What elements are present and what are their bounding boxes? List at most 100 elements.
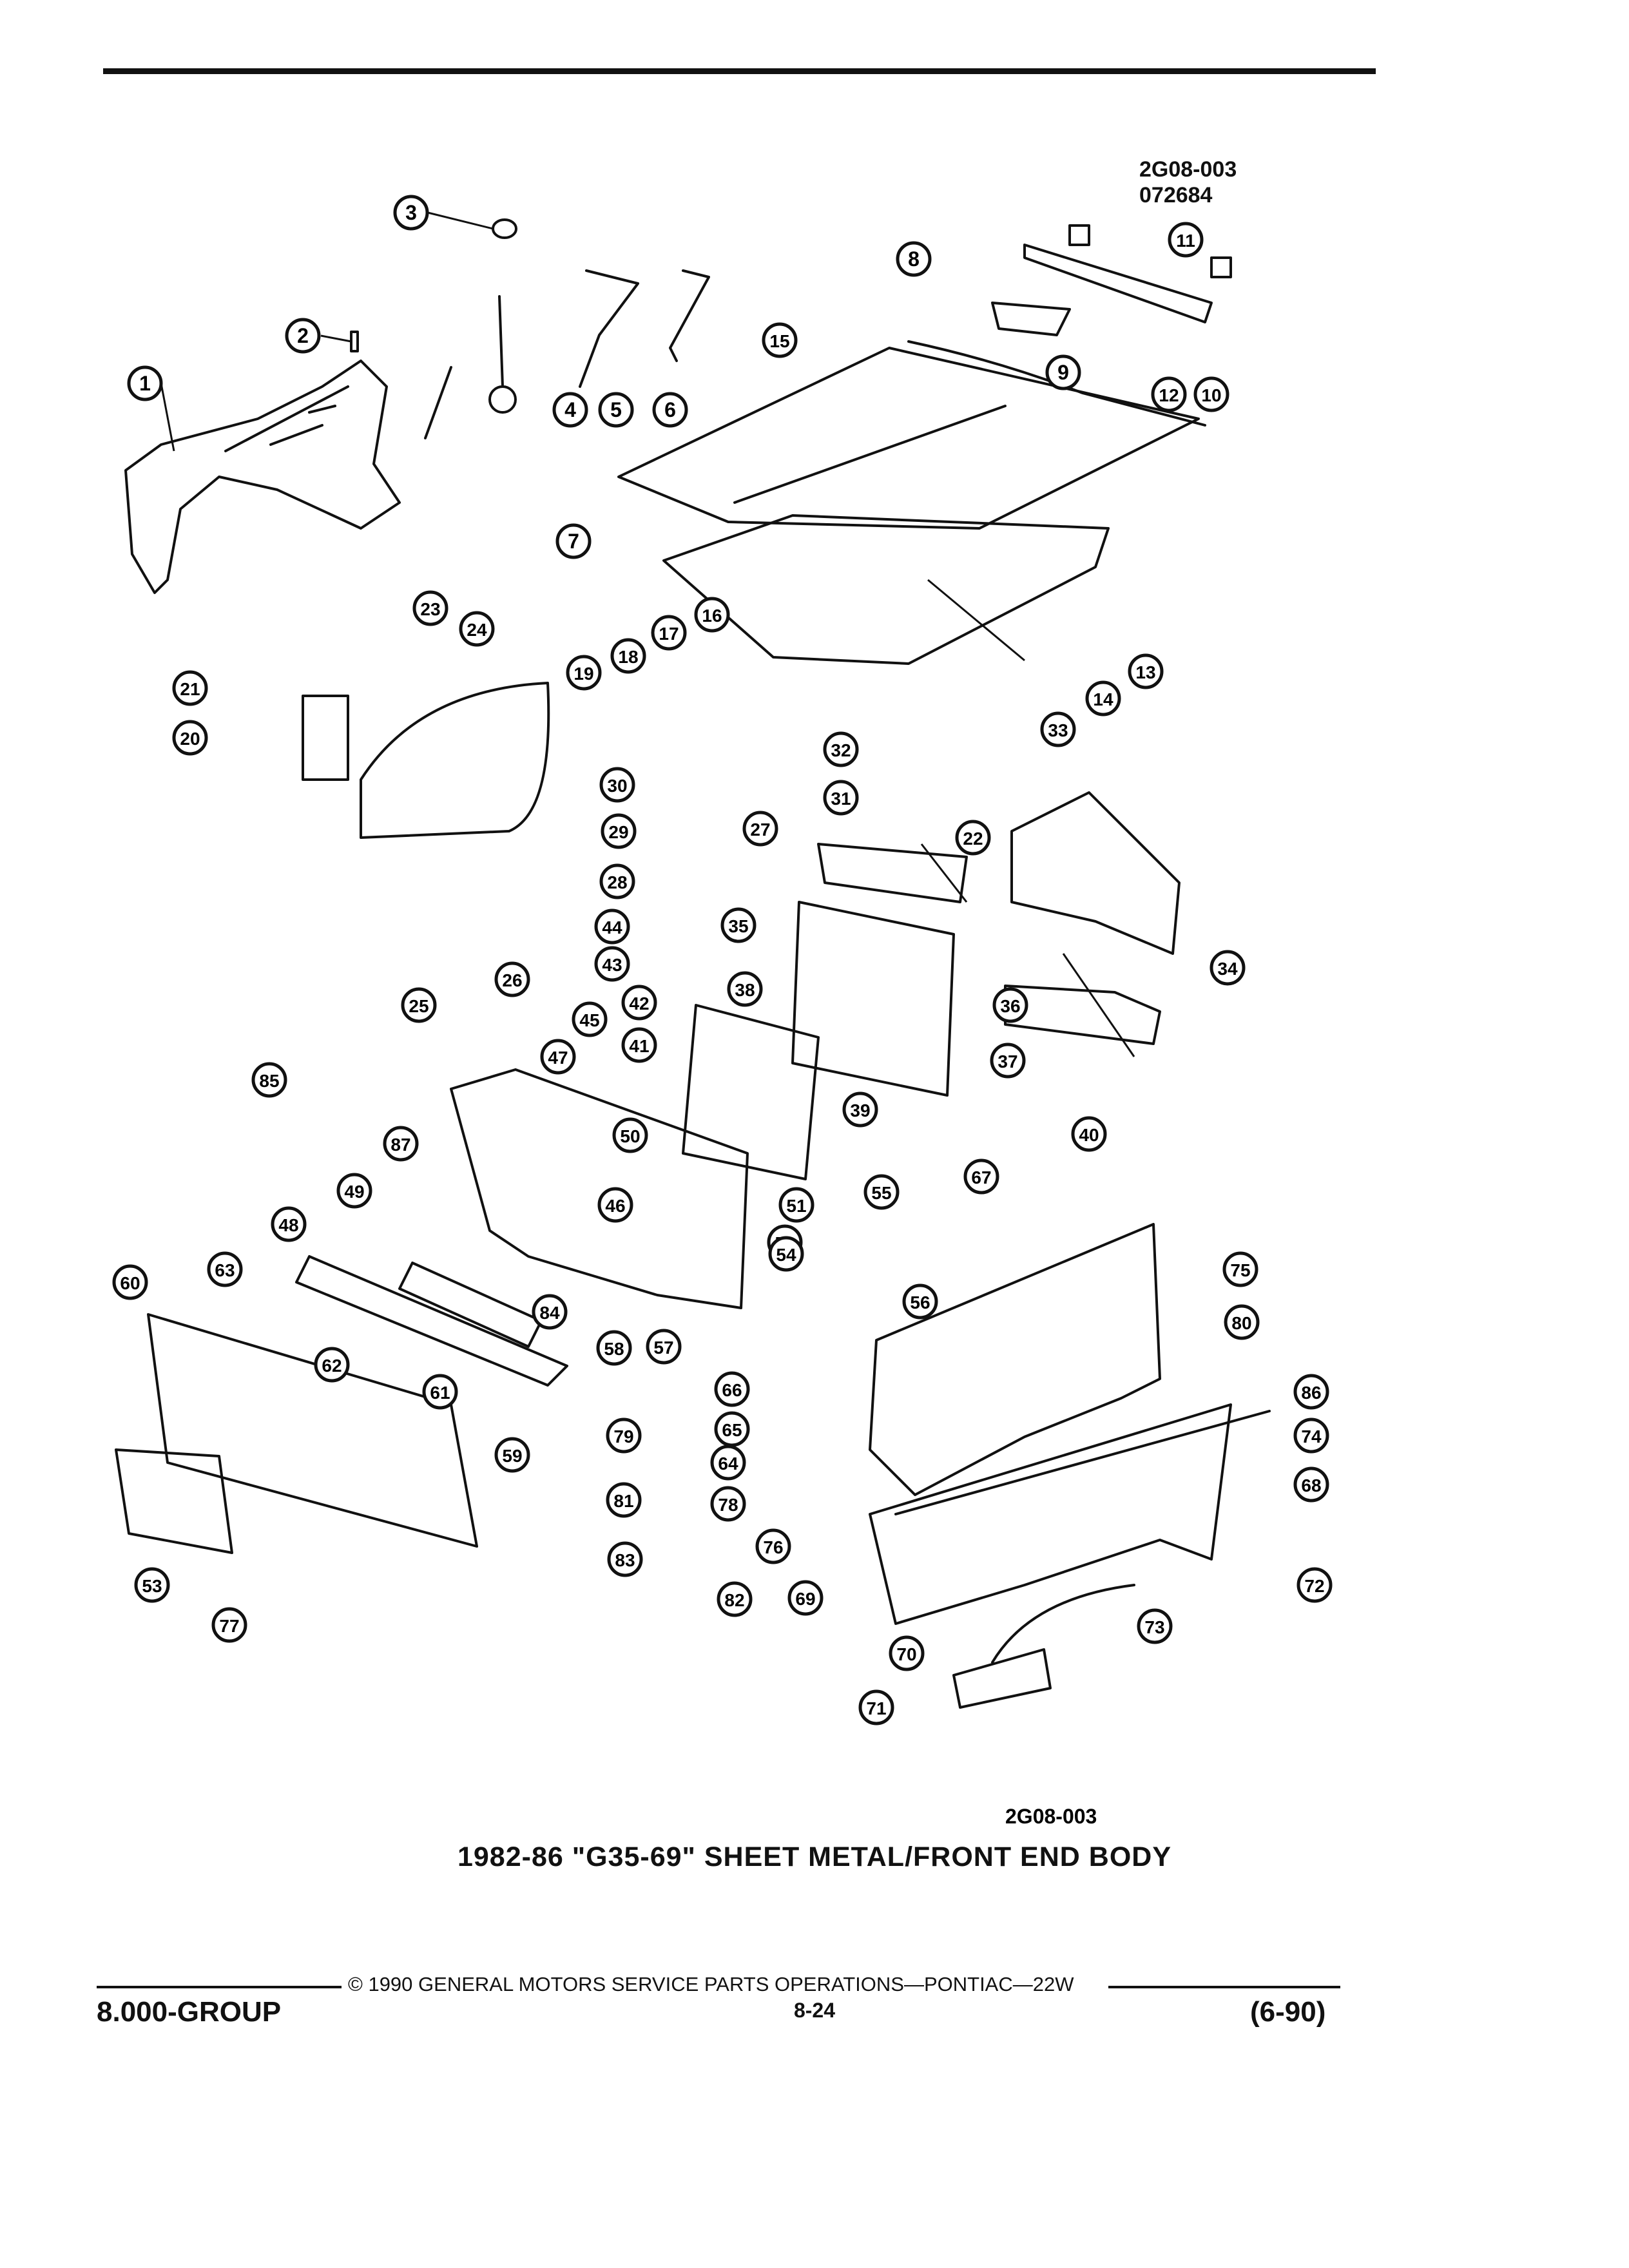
molding-71: [952, 1648, 1052, 1709]
callout-circle: [992, 987, 1028, 1023]
callout-circle: [755, 1528, 791, 1564]
callout-circle: [1137, 1608, 1173, 1644]
callout-number: 85: [259, 1071, 279, 1091]
callout-17: 17: [651, 615, 687, 651]
callout-circle: [778, 1187, 815, 1223]
callout-circle: [271, 1206, 307, 1242]
callout-5: 5: [598, 392, 634, 428]
callout-number: 40: [1079, 1125, 1099, 1145]
callout-55: 55: [863, 1174, 900, 1210]
callout-77: 77: [211, 1607, 247, 1643]
callout-number: 50: [620, 1126, 640, 1146]
callout-number: 72: [1304, 1576, 1324, 1596]
callout-8: 8: [896, 241, 932, 277]
callout-24: 24: [459, 611, 495, 647]
callout-number: 79: [613, 1427, 633, 1446]
callout-number: 29: [608, 822, 628, 842]
page-number: 8-24: [793, 1999, 836, 2022]
callout-number: 83: [615, 1550, 635, 1570]
callout-number: 2: [297, 324, 309, 347]
header-code: 2G08-003: [1139, 157, 1237, 182]
callout-20: 20: [172, 720, 208, 756]
callout-number: 33: [1048, 720, 1068, 740]
callout-45: 45: [572, 1001, 608, 1037]
footer-rule-right: [1108, 1986, 1340, 1988]
callout-circle: [172, 720, 208, 756]
hood: [617, 347, 1200, 530]
callout-number: 1: [139, 372, 151, 395]
callout-number: 31: [831, 789, 851, 809]
callout-number: 78: [718, 1495, 738, 1515]
callout-circle: [990, 1043, 1026, 1079]
callout-number: 14: [1093, 689, 1113, 709]
callout-6: 6: [652, 392, 688, 428]
callout-number: 75: [1230, 1260, 1250, 1280]
callout-18: 18: [610, 638, 646, 674]
callout-circle: [597, 1187, 633, 1223]
callout-circle: [896, 241, 932, 277]
group-label: 8.000-GROUP: [97, 1996, 282, 2028]
callout-circle: [207, 1251, 243, 1287]
condenser: [682, 1004, 820, 1180]
callout-number: 55: [871, 1183, 891, 1203]
callout-circle: [422, 1374, 458, 1410]
callout-number: 64: [718, 1454, 738, 1474]
callout-circle: [401, 987, 437, 1023]
callout-circle: [285, 318, 321, 354]
callout-circle: [610, 638, 646, 674]
callout-69: 69: [787, 1580, 824, 1616]
callout-16: 16: [694, 597, 730, 633]
callout-circle: [823, 731, 859, 767]
callout-22: 22: [955, 820, 991, 856]
callout-circle: [1293, 1418, 1329, 1454]
figure-code: 2G08-003: [1005, 1805, 1097, 1828]
callout-number: 62: [322, 1356, 342, 1376]
callout-15: 15: [762, 322, 798, 358]
callout-72: 72: [1296, 1567, 1333, 1603]
headlamp-bezel: [147, 1313, 478, 1548]
callout-49: 49: [336, 1173, 372, 1209]
callout-78: 78: [710, 1486, 746, 1522]
callout-54: 54: [768, 1236, 804, 1272]
wheelhouse-liner: [360, 682, 550, 839]
callout-40: 40: [1071, 1116, 1107, 1152]
callout-26: 26: [494, 961, 530, 997]
callout-number: 57: [653, 1338, 673, 1358]
callout-70: 70: [889, 1635, 925, 1671]
diagram-caption: 1982-86 "G35-69" SHEET METAL/FRONT END B…: [457, 1841, 1172, 1872]
callout-66: 66: [714, 1371, 750, 1407]
callout-number: 12: [1159, 385, 1179, 405]
fan-shroud: [1004, 791, 1181, 1045]
callout-number: 74: [1301, 1427, 1322, 1446]
right-fender: [869, 1223, 1161, 1496]
callout-number: 4: [564, 398, 576, 421]
callout-circle: [1293, 1374, 1329, 1410]
callout-circle: [714, 1411, 750, 1447]
bracket-5: [579, 269, 639, 388]
callout-circle: [1293, 1466, 1329, 1503]
callout-71: 71: [858, 1689, 894, 1725]
callout-86: 86: [1293, 1374, 1329, 1410]
callout-circle: [594, 908, 630, 945]
callout-number: 26: [502, 970, 522, 990]
callout-28: 28: [599, 863, 635, 899]
callout-67: 67: [963, 1158, 999, 1195]
callout-number: 9: [1057, 361, 1069, 384]
callout-number: 65: [722, 1420, 742, 1440]
callout-circle: [646, 1329, 682, 1365]
callout-4: 4: [552, 392, 588, 428]
callout-number: 53: [142, 1576, 162, 1596]
molding-74: [894, 1410, 1271, 1515]
callout-circle: [720, 907, 757, 943]
callout-number: 11: [1176, 231, 1195, 251]
callout-number: 28: [607, 872, 627, 892]
callout-circle: [963, 1158, 999, 1195]
callout-79: 79: [606, 1418, 642, 1454]
callout-number: 6: [664, 398, 676, 421]
callout-circle: [566, 655, 602, 691]
bracket-6: [669, 269, 710, 362]
callout-46: 46: [597, 1187, 633, 1223]
callout-circle: [572, 1001, 608, 1037]
callout-number: 8: [908, 247, 920, 271]
callout-circle: [1222, 1251, 1258, 1287]
